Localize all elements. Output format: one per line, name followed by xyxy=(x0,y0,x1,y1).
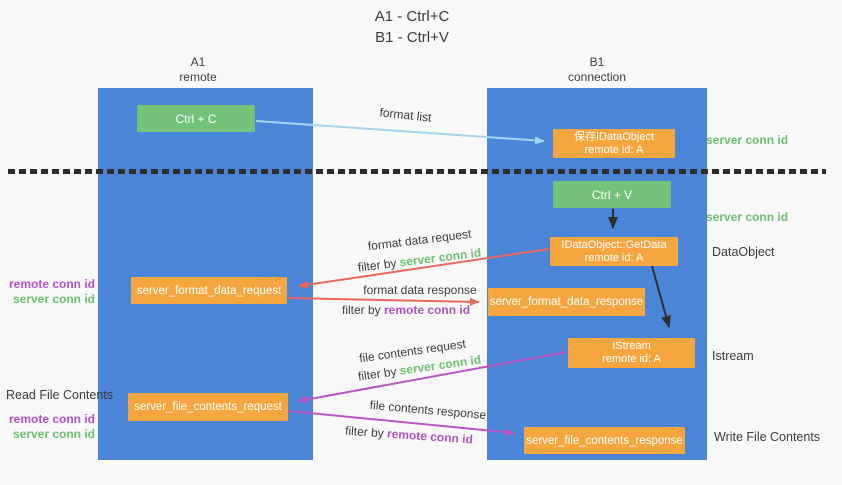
annotation-read-file-contents: Read File Contents xyxy=(6,388,114,402)
node-ctrl-v-label: Ctrl + V xyxy=(591,187,633,202)
filter-by-text: filter by xyxy=(357,363,401,384)
lane-b1-name: B1 xyxy=(589,55,605,69)
node-server-format-data-response: server_format_data_response xyxy=(488,288,645,316)
lane-b1-subtitle: connection xyxy=(567,70,627,84)
annotation-write-file-contents: Write File Contents xyxy=(714,430,821,444)
lane-a1-name: A1 xyxy=(190,55,206,69)
annotation-server-conn-id-top: server conn id xyxy=(706,133,789,147)
node-idataobject-getdata-line1: IDataObject::GetData xyxy=(561,238,667,251)
annotation-server-conn-id-left-bottom: server conn id xyxy=(12,427,95,441)
annotation-server-conn-id-mid: server conn id xyxy=(706,210,789,224)
remote-conn-id-text: remote conn id xyxy=(386,426,474,447)
diagram-title: A1 - Ctrl+C B1 - Ctrl+V xyxy=(312,6,512,48)
node-server-format-data-response-label: server_format_data_response xyxy=(489,296,644,308)
node-istream-line1: IStream xyxy=(612,340,651,352)
title-line-1: A1 - Ctrl+C xyxy=(374,8,450,25)
annotation-server-conn-id-left-top: server conn id xyxy=(12,292,95,306)
node-ctrl-c-label: Ctrl + C xyxy=(175,111,217,126)
lane-a1-subtitle: remote xyxy=(179,70,217,84)
annotation-dataobject: DataObject xyxy=(712,245,775,259)
label-format-data-response: format data response xyxy=(363,283,477,297)
label-format-list: format list xyxy=(378,105,433,125)
phase-separator-dotted-line xyxy=(8,169,826,174)
filter-by-text: filter by xyxy=(342,303,385,317)
node-server-file-contents-response: server_file_contents_response xyxy=(524,427,685,454)
node-server-file-contents-response-label: server_file_contents_response xyxy=(526,434,683,447)
node-server-format-data-request: server_format_data_request xyxy=(131,277,287,304)
title-line-2: B1 - Ctrl+V xyxy=(375,29,449,46)
node-server-file-contents-request: server_file_contents_request xyxy=(128,393,288,421)
node-save-idataobject-line2: remote id: A xyxy=(584,143,644,156)
filter-by-text: filter by xyxy=(357,255,401,275)
node-idataobject-getdata: IDataObject::GetData remote id: A xyxy=(550,237,678,266)
server-conn-id-text: server conn id xyxy=(398,245,482,270)
annotation-remote-conn-id-left-top: remote conn id xyxy=(8,277,95,291)
annotation-istream: Istream xyxy=(712,349,754,363)
arrow-format-data-response xyxy=(287,297,480,306)
filter-by-text: filter by xyxy=(344,423,388,441)
label-filter-by-remote-conn-id-1: filter by remote conn id xyxy=(342,303,470,317)
annotation-remote-conn-id-left-bottom: remote conn id xyxy=(8,412,95,426)
lane-header-a1: A1 remote xyxy=(98,55,298,85)
node-server-format-data-request-label: server_format_data_request xyxy=(136,284,282,297)
node-ctrl-c: Ctrl + C xyxy=(137,105,255,132)
node-save-idataobject: 保存IDataObject remote id: A xyxy=(553,129,675,158)
label-filter-by-remote-conn-id-2: filter by remote conn id xyxy=(344,423,474,447)
remote-conn-id-text: remote conn id xyxy=(384,303,471,317)
node-istream-line2: remote id: A xyxy=(602,353,661,365)
node-server-file-contents-request-label: server_file_contents_request xyxy=(134,401,282,413)
node-ctrl-v: Ctrl + V xyxy=(553,181,671,208)
lane-header-b1: B1 connection xyxy=(487,55,707,85)
label-file-contents-response: file contents response xyxy=(369,397,487,423)
node-istream: IStream remote id: A xyxy=(568,338,695,368)
node-idataobject-getdata-line2: remote id: A xyxy=(584,251,644,264)
node-save-idataobject-line1: 保存IDataObject xyxy=(573,130,655,143)
